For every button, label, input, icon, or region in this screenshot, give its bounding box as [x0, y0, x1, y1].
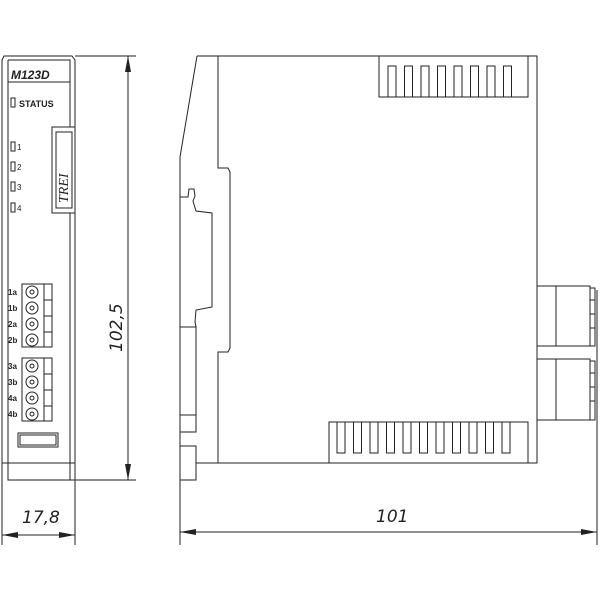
terminal-label: 1b	[8, 304, 17, 313]
front-view: M123D STATUS 1 2 3 4 TREI 1a 1b 2a 2	[1, 55, 76, 481]
vent-slot	[452, 421, 461, 454]
terminal-block-1: 1a 1b 2a 2b	[8, 283, 53, 348]
vent-slot	[369, 421, 379, 454]
led-label: 1	[17, 143, 22, 152]
rear-connector-1	[536, 285, 596, 347]
status-led-icon	[10, 97, 16, 108]
led-label: 2	[17, 163, 22, 172]
led-icon	[10, 181, 16, 192]
height-value: 102,5	[107, 303, 127, 352]
vent-slot	[485, 421, 494, 454]
model-label: M123D	[11, 68, 50, 82]
rear-connector-2	[536, 358, 596, 421]
vent-slot	[386, 421, 395, 454]
vent-slot	[503, 65, 512, 98]
brand-tab	[51, 126, 75, 214]
terminal-label: 2a	[8, 320, 17, 329]
width-value: 17,8	[22, 508, 60, 528]
vent-slot	[336, 421, 346, 454]
led-label: 4	[17, 204, 22, 213]
vent-slot	[453, 65, 463, 98]
front-base	[7, 463, 71, 481]
brand-label: TREI	[57, 172, 72, 203]
depth-value: 101	[376, 507, 408, 527]
width-dimension: 17,8	[1, 463, 76, 545]
side-view	[179, 55, 596, 481]
terminal-label: 3a	[8, 362, 17, 371]
led-label: 3	[17, 183, 22, 192]
bottom-vent	[328, 421, 529, 464]
vent-slot	[404, 65, 413, 98]
vent-slot	[437, 65, 446, 98]
vent-slot	[420, 65, 430, 98]
terminal-label: 4a	[8, 394, 17, 403]
led-list: 1 2 3 4	[10, 141, 22, 213]
vent-slot	[501, 421, 511, 454]
led-icon	[10, 202, 16, 213]
top-vent-slots	[387, 65, 512, 98]
led-icon	[10, 161, 16, 172]
terminal-block-2: 3a 3b 4a 4b	[8, 357, 53, 422]
vent-slot	[468, 421, 478, 454]
vent-slot	[402, 421, 412, 454]
vent-slot	[387, 65, 397, 98]
vent-slot	[419, 421, 428, 454]
terminal-label: 3b	[8, 378, 17, 387]
led-icon	[10, 141, 16, 152]
height-dimension: 102,5	[70, 55, 136, 481]
depth-dimension: 101	[179, 290, 598, 545]
front-cover-edge	[179, 326, 197, 416]
vent-slot	[353, 421, 362, 454]
status-label: STATUS	[19, 99, 54, 109]
bottom-vent-slots	[336, 421, 511, 454]
vent-slot	[435, 421, 445, 454]
terminal-label: 2b	[8, 336, 17, 345]
vent-slot	[470, 65, 479, 98]
vent-slot	[486, 65, 496, 98]
terminal-label: 1a	[8, 288, 17, 297]
terminal-label: 4b	[8, 410, 17, 419]
label-window	[17, 432, 59, 448]
